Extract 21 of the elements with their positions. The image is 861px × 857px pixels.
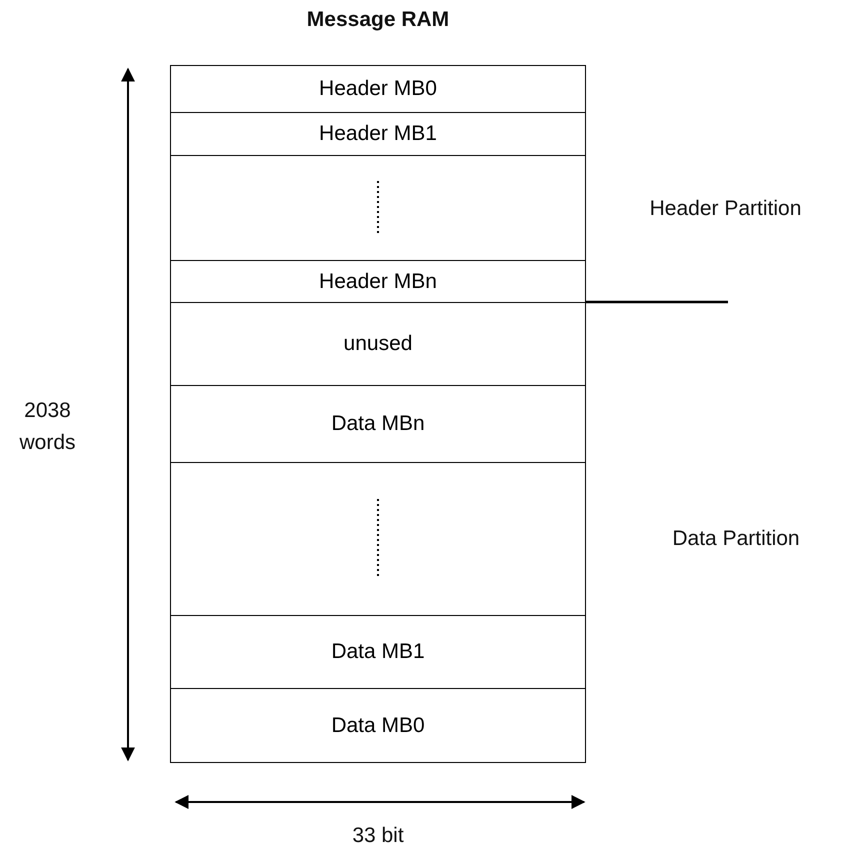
- row-label: Header MB0: [319, 77, 437, 101]
- memory-row: [170, 65, 586, 113]
- diagram-title: Message RAM: [306, 8, 450, 32]
- dimension-label: 33 bit: [351, 823, 405, 849]
- dimension-label: 2038 words: [18, 398, 77, 456]
- row-label: Data MB1: [331, 640, 425, 664]
- memory-row: [170, 615, 586, 689]
- memory-row: [170, 302, 586, 386]
- row-label: Header MBn: [319, 270, 437, 294]
- row-label: unused: [344, 332, 412, 356]
- memory-row: [170, 385, 586, 463]
- memory-row: [170, 260, 586, 303]
- row-label: Data MBn: [331, 412, 425, 436]
- row-label: Header MB1: [319, 122, 437, 146]
- memory-row: [170, 462, 586, 616]
- partition-label: Data Partition: [671, 526, 801, 552]
- partition-label: Header Partition: [648, 196, 802, 222]
- memory-row: [170, 112, 586, 156]
- memory-row: [170, 688, 586, 763]
- memory-row: [170, 155, 586, 261]
- row-label: Data MB0: [331, 714, 425, 738]
